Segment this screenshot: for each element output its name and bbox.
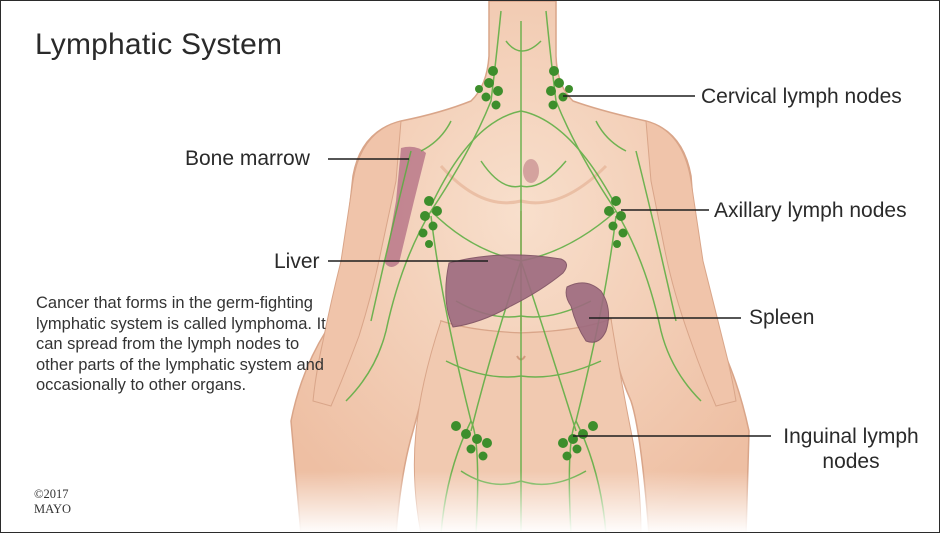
label-inguinal-line1: Inguinal lymph	[773, 424, 929, 449]
copyright-notice: ©2017 MAYO	[34, 487, 71, 517]
bottom-fade	[281, 471, 761, 533]
diagram-title: Lymphatic System	[35, 28, 282, 62]
label-inguinal-line2: nodes	[773, 449, 929, 474]
label-bone-marrow: Bone marrow	[185, 147, 310, 171]
label-axillary-lymph-nodes: Axillary lymph nodes	[714, 199, 907, 223]
heart-hint	[523, 159, 539, 183]
copyright-owner: MAYO	[34, 502, 71, 517]
label-cervical-lymph-nodes: Cervical lymph nodes	[701, 85, 902, 109]
copyright-year: ©2017	[34, 487, 71, 502]
lymphoma-description: Cancer that forms in the germ-fighting l…	[36, 293, 336, 396]
label-spleen: Spleen	[749, 306, 814, 330]
label-inguinal-lymph-nodes: Inguinal lymph nodes	[773, 424, 929, 474]
label-liver: Liver	[274, 250, 320, 274]
